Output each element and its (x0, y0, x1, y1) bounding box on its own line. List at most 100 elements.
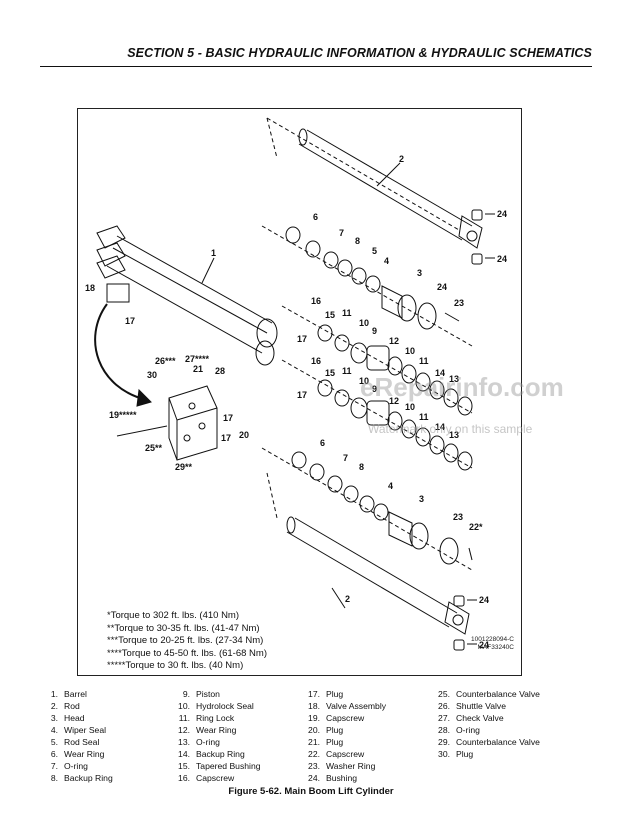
callout-6: 6 (313, 212, 318, 222)
callout-5: 5 (372, 246, 377, 256)
torque-notes: *Torque to 302 ft. lbs. (410 Nm) **Torqu… (107, 610, 267, 673)
legend-item: 15.Tapered Bushing (178, 761, 261, 771)
legend-item: 14.Backup Ring (178, 749, 245, 759)
diagram-frame (77, 108, 522, 676)
callout-19: 19***** (109, 410, 137, 420)
legend-item: 18.Valve Assembly (308, 701, 387, 711)
lower-head-parts (261, 447, 473, 571)
legend-item: 22.Capscrew (308, 749, 365, 759)
section-title: SECTION 5 - BASIC HYDRAULIC INFORMATION … (127, 46, 592, 60)
callout-22: 22* (469, 522, 483, 532)
callout-25: 25** (145, 443, 163, 453)
torque-note: *****Torque to 30 ft. lbs. (40 Nm) (107, 660, 244, 671)
callout-16: 16 (311, 356, 321, 366)
drawing-number: 1001228094-C (470, 636, 514, 643)
legend-item: 21.Plug (308, 737, 344, 747)
legend-item: 27.Check Valve (438, 713, 504, 723)
callout-11: 11 (419, 356, 429, 366)
drawing-reference: 1001228094-C MAF33240C (471, 636, 514, 652)
callout-8: 8 (355, 236, 360, 246)
upper-head-parts (261, 225, 473, 347)
barrel (96, 225, 278, 366)
callout-11: 11 (342, 366, 352, 376)
watermark-note: Watermark only on this sample (368, 422, 533, 436)
callout-3: 3 (417, 268, 422, 278)
legend-item: 16.Capscrew (178, 773, 235, 783)
legend-item: 25.Counterbalance Valve (438, 689, 540, 699)
exploded-view-diagram: 1 2 24 24 6 7 8 5 4 3 24 23 18 17 16 17 … (85, 117, 507, 651)
callout-10: 10 (359, 318, 369, 328)
watermark: eRepairinfo.com (360, 372, 564, 402)
legend-item: 17.Plug (308, 689, 344, 699)
callout-26: 26*** (155, 356, 176, 366)
callout-21: 21 (193, 364, 203, 374)
legend-item: 6.Wear Ring (50, 749, 105, 759)
callout-11: 11 (419, 412, 429, 422)
legend-item: 1.Barrel (50, 689, 87, 699)
legend-item: 30.Plug (438, 749, 474, 759)
callout-10: 10 (405, 402, 415, 412)
callout-3: 3 (419, 494, 424, 504)
callout-18: 18 (85, 283, 95, 293)
legend-item: 19.Capscrew (308, 713, 365, 723)
callout-24: 24 (479, 595, 489, 605)
legend-item: 11.Ring Lock (178, 713, 235, 723)
callout-4: 4 (388, 481, 393, 491)
callout-13: 13 (449, 374, 459, 384)
callout-29: 29** (175, 462, 193, 472)
torque-note: *Torque to 302 ft. lbs. (410 Nm) (107, 610, 240, 621)
legend-column-1: 1.Barrel 2.Rod 3.Head 4.Wiper Seal 5.Rod… (44, 688, 113, 784)
legend-item: 23.Washer Ring (308, 761, 376, 771)
callout-labels: 1 2 24 24 6 7 8 5 4 3 24 23 18 17 16 17 … (85, 154, 507, 650)
torque-note: **Torque to 30-35 ft. lbs. (41-47 Nm) (107, 622, 260, 634)
callout-12: 12 (389, 396, 399, 406)
legend-item: 2.Rod (50, 701, 80, 711)
callout-7: 7 (343, 453, 348, 463)
callout-15: 15 (325, 368, 335, 378)
legend-item: 24.Bushing (308, 773, 358, 783)
callout-11: 11 (342, 308, 352, 318)
legend-item: 20.Plug (308, 725, 344, 735)
callout-6: 6 (320, 438, 325, 448)
legend-item: 7.O-ring (50, 761, 88, 771)
figure-caption: Figure 5-62. Main Boom Lift Cylinder (228, 786, 394, 797)
callout-17: 17 (125, 316, 135, 326)
torque-note: ****Torque to 45-50 ft. lbs. (61-68 Nm) (107, 647, 267, 659)
callout-4: 4 (384, 256, 389, 266)
callout-12: 12 (389, 336, 399, 346)
callout-9: 9 (372, 326, 377, 336)
callout-24: 24 (479, 640, 489, 650)
callout-28: 28 (215, 366, 225, 376)
valve-block (116, 385, 218, 461)
rod-top (266, 117, 483, 249)
callout-24: 24 (497, 209, 507, 219)
callout-14: 14 (435, 368, 445, 378)
callout-17: 17 (221, 433, 231, 443)
callout-20: 20 (239, 430, 249, 440)
callout-23: 23 (453, 512, 463, 522)
callout-30: 30 (147, 370, 157, 380)
callout-24: 24 (497, 254, 507, 264)
legend-item: 10.Hydrolock Seal (178, 701, 254, 711)
piston-row-2 (281, 359, 473, 471)
legend-item: 26.Shuttle Valve (438, 701, 507, 711)
drawing-code: MAF33240C (477, 644, 515, 651)
legend-item: 3.Head (50, 713, 85, 723)
rod-bottom (266, 472, 470, 635)
legend-item: 29.Counterbalance Valve (438, 737, 540, 747)
page-header: SECTION 5 - BASIC HYDRAULIC INFORMATION … (40, 44, 592, 67)
legend-item: 8.Backup Ring (50, 773, 113, 783)
legend-item: 5.Rod Seal (50, 737, 100, 747)
legend-item: 28.O-ring (438, 725, 480, 735)
callout-9: 9 (372, 384, 377, 394)
callout-27: 27**** (185, 354, 210, 364)
callout-14: 14 (435, 422, 445, 432)
legend-item: 12.Wear Ring (178, 725, 237, 735)
callout-16: 16 (311, 296, 321, 306)
callout-17: 17 (223, 413, 233, 423)
callout-2: 2 (345, 594, 350, 604)
callout-17: 17 (297, 390, 307, 400)
torque-note: ***Torque to 20-25 ft. lbs. (27-34 Nm) (107, 635, 264, 646)
legend-item: 4.Wiper Seal (50, 725, 107, 735)
callout-1: 1 (211, 248, 216, 258)
